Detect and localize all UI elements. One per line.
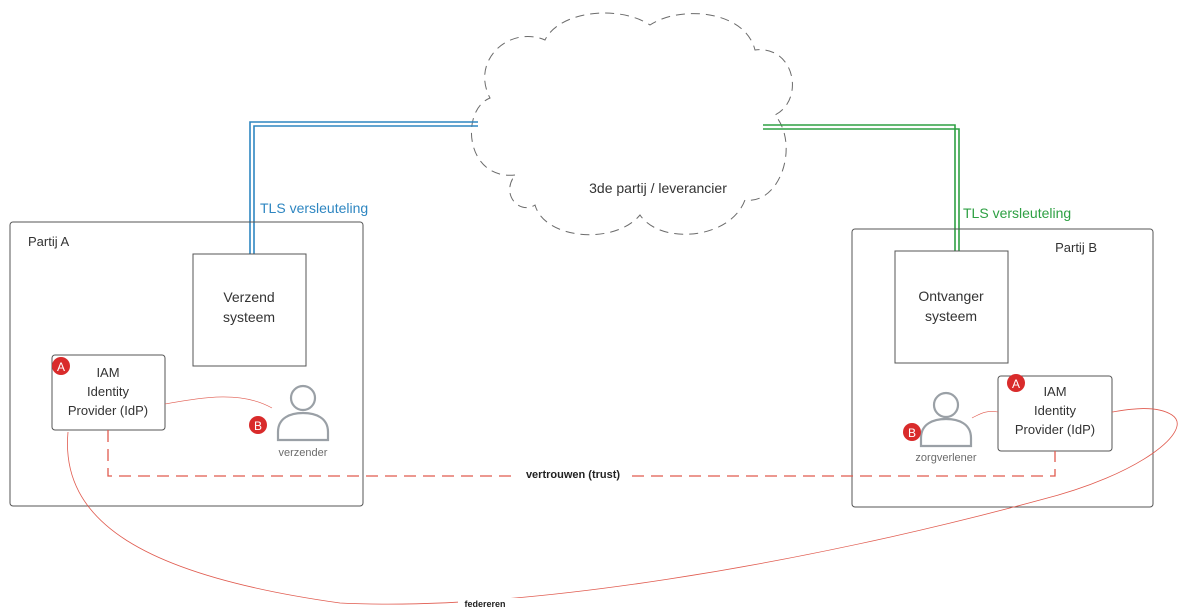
party-b-title: Partij B: [1055, 240, 1097, 255]
tls-right-label: TLS versleuteling: [963, 205, 1071, 221]
party-b-box: [851, 228, 1154, 508]
idp-b-line1: IAM: [1043, 384, 1066, 399]
caregiver-badge-letter: B: [908, 426, 916, 440]
federation-connector: [67, 408, 1178, 605]
party-a-title: Partij A: [28, 234, 70, 249]
sender-badge-letter: B: [254, 419, 262, 433]
idp-b-line3: Provider (IdP): [1015, 422, 1095, 437]
idp-a-line1: IAM: [96, 365, 119, 380]
idp-a-badge-letter: A: [57, 360, 65, 374]
send-system-box: [192, 253, 307, 367]
idp-a-sender-link: [164, 396, 273, 409]
trust-label: vertrouwen (trust): [526, 469, 620, 481]
caregiver-badge: B: [903, 423, 921, 441]
cloud-shape: [470, 12, 793, 236]
sender-label: verzender: [279, 447, 328, 459]
idp-b-badge-letter: A: [1012, 377, 1020, 391]
tls-right-connection: [763, 124, 960, 252]
idp-a-badge: A: [52, 357, 70, 375]
receive-system-line2: systeem: [925, 308, 977, 324]
idp-b-badge: A: [1007, 374, 1025, 392]
caregiver-person-icon: [919, 391, 973, 448]
receive-system-line1: Ontvanger: [918, 288, 984, 304]
tls-left-connection: [249, 121, 478, 255]
cloud-label: 3de partij / leverancier: [589, 180, 727, 196]
idp-a-line3: Provider (IdP): [68, 403, 148, 418]
trust-label-bg: [518, 466, 628, 482]
federation-label-bg: [458, 598, 538, 609]
send-system-line1: Verzend: [223, 289, 274, 305]
federation-label: federeren: [464, 599, 505, 609]
idp-b-caregiver-link: [971, 411, 999, 419]
party-a-box: [9, 221, 364, 507]
idp-a-line2: Identity: [87, 384, 129, 399]
receive-system-box: [894, 250, 1009, 364]
send-system-line2: systeem: [223, 309, 275, 325]
caregiver-label: zorgverlener: [915, 452, 976, 464]
idp-b-line2: Identity: [1034, 403, 1076, 418]
sender-person-icon: [276, 384, 330, 442]
sender-badge: B: [249, 416, 267, 434]
tls-left-label: TLS versleuteling: [260, 200, 368, 216]
